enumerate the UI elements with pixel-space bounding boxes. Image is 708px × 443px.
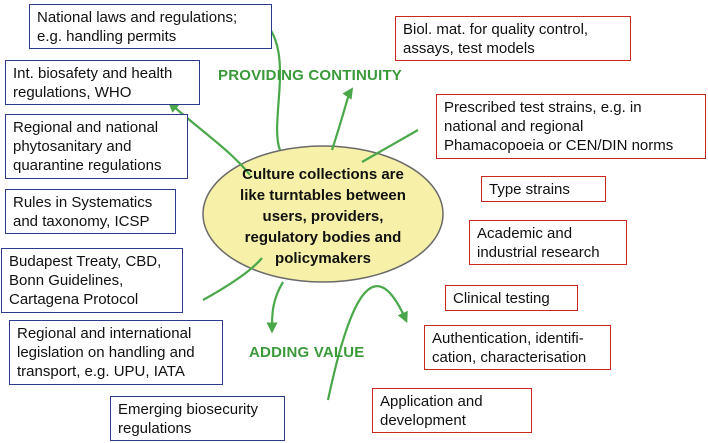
box-authentication: Authentication, identifi- cation, charac…	[424, 325, 611, 370]
heading-adding-value: ADDING VALUE	[249, 344, 365, 361]
box-transport-legislation: Regional and international legislation o…	[9, 320, 223, 385]
box-biol-material: Biol. mat. for quality control, assays, …	[395, 16, 631, 61]
box-phytosanitary: Regional and national phytosanitary and …	[5, 114, 188, 179]
box-int-biosafety: Int. biosafety and health regulations, W…	[5, 60, 200, 105]
box-budapest-treaty: Budapest Treaty, CBD, Bonn Guidelines, C…	[1, 248, 183, 313]
box-type-strains: Type strains	[481, 176, 606, 202]
box-clinical-testing: Clinical testing	[445, 285, 578, 311]
box-application-development: Application and development	[372, 388, 532, 433]
arrow-curve-left-down	[202, 257, 263, 301]
hub-text: Culture collections are like turntables …	[240, 166, 406, 267]
box-systematics: Rules in Systematics and taxonomy, ICSP	[5, 189, 176, 234]
box-national-laws: National laws and regulations; e.g. hand…	[29, 4, 272, 49]
box-prescribed-strains: Prescribed test strains, e.g. in nationa…	[436, 94, 706, 159]
hub-ellipse	[202, 145, 444, 283]
arrow-curve-top-right	[330, 87, 354, 151]
box-academic-research: Academic and industrial research	[469, 220, 627, 265]
heading-providing-continuity: PROVIDING CONTINUITY	[218, 67, 403, 84]
arrow-curve-left-up	[167, 101, 251, 176]
arrow-line-right	[361, 129, 419, 163]
arrow-curve-bottom-left	[266, 281, 284, 334]
box-biosecurity: Emerging biosecurity regulations	[110, 396, 285, 441]
arrow-curve-bottom-right	[326, 285, 408, 401]
